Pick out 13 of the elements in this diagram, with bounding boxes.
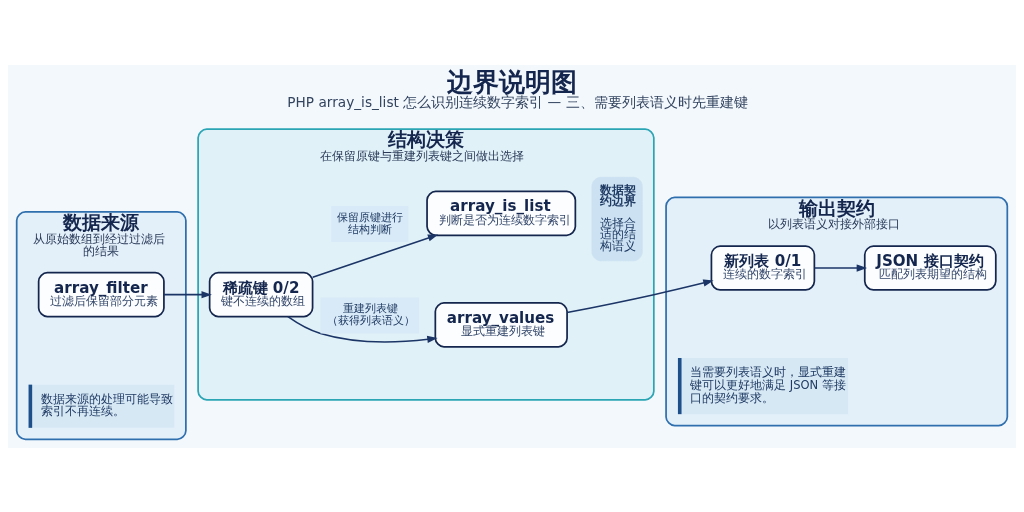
arrow — [287, 315, 438, 343]
edge-label: 重建列表键（获得列表语义） — [326, 301, 415, 327]
arrow — [311, 233, 439, 278]
node-box: array_filter 过滤后保留部分元素 — [37, 271, 165, 317]
arrow — [566, 278, 714, 313]
edge-label: 保留原键进行结构判断 — [337, 210, 404, 236]
arrow — [163, 290, 212, 298]
node-box: JSON 接口契约 匹配列表期望的结构 — [863, 244, 997, 291]
node-box: array_is_list 判断是否为连续数字索引 — [426, 190, 577, 236]
arrow — [813, 263, 868, 272]
node-box: 新列表 0/1 连续的数字索引 — [710, 244, 816, 291]
node-box: array_values 显式重建列表键 — [434, 301, 568, 348]
node-box: 稀疏键 0/2 键不连续的数组 — [208, 271, 314, 317]
